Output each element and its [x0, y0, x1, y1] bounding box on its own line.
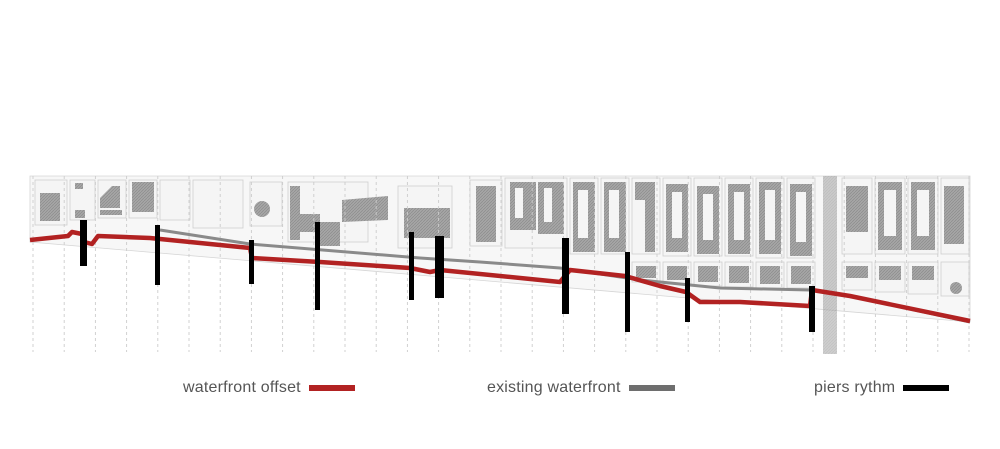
building — [879, 266, 901, 280]
building — [846, 266, 868, 278]
legend-swatch-piers-rythm — [903, 385, 950, 391]
building — [476, 186, 496, 242]
legend-label-piers-rythm: piers rythm — [814, 379, 896, 396]
courtyard — [609, 190, 619, 238]
building — [132, 182, 154, 212]
building — [846, 186, 868, 232]
building — [75, 183, 83, 189]
courtyard — [578, 190, 588, 238]
legend-waterfront-offset: waterfront offset — [183, 378, 355, 398]
legend-piers-rythm: piers rythm — [814, 378, 950, 398]
building — [636, 266, 656, 278]
pier — [809, 286, 815, 332]
pier — [155, 225, 160, 285]
courtyard — [544, 188, 552, 222]
railway — [823, 176, 837, 354]
courtyard — [734, 192, 744, 240]
pier — [435, 236, 444, 298]
piers — [80, 220, 815, 332]
pier — [315, 222, 320, 310]
building — [100, 186, 120, 208]
pier — [685, 278, 690, 322]
courtyard — [884, 190, 896, 236]
pier — [625, 252, 630, 332]
legend-label-existing-waterfront: existing waterfront — [487, 379, 621, 396]
pier — [409, 232, 414, 300]
courtyard — [765, 190, 775, 240]
building-courtyards — [515, 188, 929, 242]
courtyard — [672, 192, 682, 238]
courtyard — [917, 190, 929, 236]
city-block — [159, 179, 191, 221]
pier — [562, 238, 569, 314]
building — [75, 210, 85, 218]
courtyard — [515, 188, 523, 218]
building — [698, 266, 718, 282]
building — [729, 266, 749, 283]
building — [791, 266, 811, 284]
building — [667, 266, 687, 280]
building — [912, 266, 934, 280]
building — [342, 196, 388, 222]
building — [635, 182, 655, 252]
legend-existing-waterfront: existing waterfront — [487, 378, 675, 398]
legend-swatch-existing-waterfront — [628, 385, 675, 391]
legend-swatch-waterfront-offset — [308, 385, 355, 391]
building — [100, 210, 122, 215]
pier — [80, 220, 87, 266]
courtyard — [703, 194, 713, 240]
building — [760, 266, 780, 284]
railway-corridor — [823, 176, 837, 354]
city-block — [192, 179, 244, 229]
legend-label-waterfront-offset: waterfront offset — [183, 379, 301, 396]
building — [254, 201, 270, 217]
courtyard — [796, 192, 806, 242]
building — [40, 193, 60, 221]
building — [944, 186, 964, 244]
building — [290, 186, 340, 246]
building — [950, 282, 962, 294]
pier — [249, 240, 254, 284]
